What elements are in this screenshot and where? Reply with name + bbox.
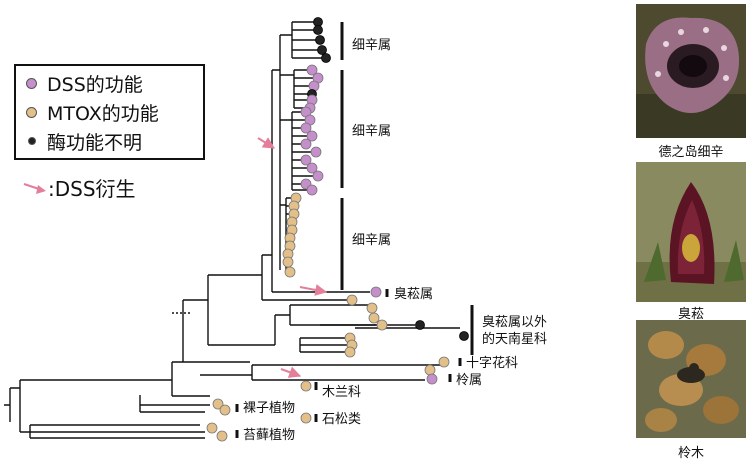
clade-label-other-araceae-2: 的天南星科: [482, 332, 548, 347]
clade-label-other-araceae-1: 臭菘属以外: [482, 315, 548, 330]
dss-leaf-dot: [312, 170, 324, 182]
clade-label-gymnosperms: 裸子植物: [243, 401, 296, 416]
mtox-leaf-dot: [284, 266, 296, 278]
mtox-leaf-dot: [300, 412, 312, 424]
tree-branches: [4, 21, 460, 439]
mtox-leaf-dot: [300, 380, 312, 392]
mtox-leaf-dot: [438, 356, 450, 368]
dss-leaf-dot: [306, 184, 318, 196]
dss-leaf-dot: [306, 64, 318, 76]
dss-leaf-dot: [306, 130, 318, 142]
unknown-leaf-dot: [317, 45, 327, 55]
mtox-leaf-dot: [424, 364, 436, 376]
clade-label-bryophytes: 苔藓植物: [243, 428, 296, 443]
mtox-leaf-dot: [216, 430, 228, 442]
mtox-dot-icon: [26, 106, 37, 118]
dss-dot-icon: [26, 77, 37, 89]
legend-box: DSS的功能 MTOX的功能 酶功能不明: [14, 64, 205, 160]
clade-label-asarum-2: 细辛属: [352, 124, 392, 139]
clade-label-brassicaceae: 十字花科: [466, 356, 519, 371]
dss-origin-arrow-skunk: [299, 284, 328, 296]
leaf-dots: [206, 17, 469, 442]
clade-label-magnoliaceae: 木兰科: [322, 385, 362, 400]
legend-item-mtox: MTOX的功能: [26, 99, 159, 125]
eurya-flower-image: [636, 320, 746, 438]
unknown-leaf-dot: [459, 331, 469, 341]
dss-leaf-dot: [310, 146, 322, 158]
unknown-leaf-dot: [415, 320, 425, 330]
mtox-leaf-dot: [366, 302, 378, 314]
mtox-leaf-dot: [368, 312, 380, 324]
photo-eurya: [636, 320, 746, 438]
clade-bars: [235, 22, 474, 438]
dss-origin-arrow-lindera: [280, 366, 302, 378]
dss-leaf-dot: [300, 122, 312, 134]
unknown-leaf-dot: [315, 35, 325, 45]
mtox-leaf-dot: [219, 404, 231, 416]
mtox-leaf-dot: [212, 398, 224, 410]
dss-leaf-dot: [300, 154, 312, 166]
clade-label-asarum-1: 细辛属: [352, 38, 392, 53]
clade-label-lindera: 柃属: [456, 373, 483, 388]
dss-leaf-dot: [426, 373, 438, 385]
pink-arrow-icon: [23, 182, 46, 194]
unknown-dot-icon: [28, 137, 36, 145]
clade-label-lycopods: 石松类: [322, 412, 362, 427]
dss-leaf-dot: [300, 138, 312, 150]
legend-label-mtox: MTOX的功能: [47, 102, 159, 125]
unknown-leaf-dot: [313, 25, 323, 35]
asarum-flower-image: [636, 4, 746, 138]
photo-skunk-cabbage: [636, 162, 746, 302]
dss-origin-arrows: [257, 137, 328, 378]
mtox-leaf-dot: [282, 256, 294, 268]
dss-origin-arrow-asarum: [257, 137, 276, 149]
skunk-cabbage-image: [636, 162, 746, 302]
clade-label-skunk-cabbage: 臭菘属: [394, 287, 434, 302]
arrow-legend-label: :DSS衍生: [48, 177, 136, 201]
mtox-leaf-dot: [206, 422, 218, 434]
legend-label-unknown: 酶功能不明: [47, 131, 143, 154]
mtox-leaf-dot: [376, 319, 388, 331]
legend-item-dss: DSS的功能: [26, 70, 143, 96]
photo-asarum: [636, 4, 746, 138]
mtox-leaf-dot: [344, 346, 356, 358]
legend-label-dss: DSS的功能: [47, 73, 143, 96]
phylogenetic-tree: [4, 17, 474, 442]
photo-caption-eurya: 柃木: [677, 446, 704, 461]
arrow-legend: :DSS衍生: [22, 173, 136, 202]
photo-caption-skunk-cabbage: 臭菘: [677, 307, 704, 322]
dss-leaf-dot: [370, 286, 382, 298]
unknown-leaf-dot: [321, 53, 331, 63]
photo-caption-asarum: 德之岛细辛: [658, 145, 724, 160]
clade-label-asarum-3: 细辛属: [352, 233, 392, 248]
legend-item-unknown: 酶功能不明: [26, 128, 142, 154]
mtox-leaf-dot: [346, 294, 358, 306]
dss-leaf-dot: [306, 162, 318, 174]
